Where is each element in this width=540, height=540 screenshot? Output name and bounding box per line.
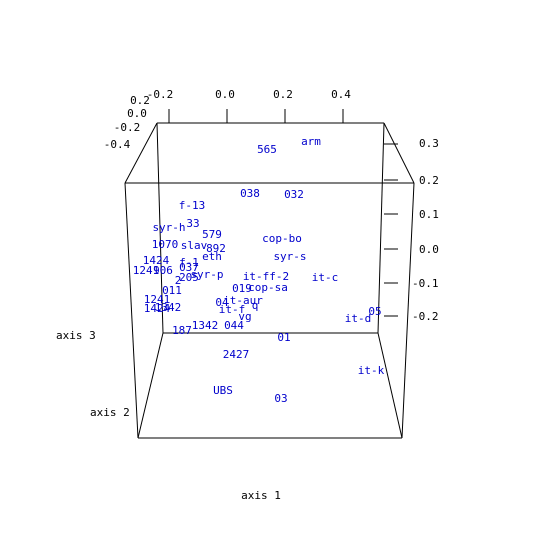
z-tick-label: 0.0 xyxy=(419,243,439,256)
axis1-title: axis 1 xyxy=(241,489,281,502)
point-label: it-d xyxy=(345,312,372,325)
box-edge xyxy=(401,182,415,439)
point-label: arm xyxy=(301,135,321,148)
point-label: syr-s xyxy=(273,250,306,263)
z-tick-label: 0.2 xyxy=(419,174,439,187)
axis2-ticks: 0.2 0.0 -0.2 -0.4 xyxy=(104,94,150,151)
point-label: 011 xyxy=(162,284,182,297)
point-label: 019 xyxy=(232,282,252,295)
point-label: syr-p xyxy=(190,268,223,281)
point-label: q xyxy=(252,299,259,312)
point-label: 892 xyxy=(206,242,226,255)
point-label: f-1 xyxy=(179,256,199,269)
axis3-title: axis 3 xyxy=(56,329,96,342)
point-label: 2 xyxy=(175,274,182,287)
y-tick-label: -0.4 xyxy=(104,138,131,151)
z-tick-label: -0.2 xyxy=(412,310,439,323)
point-label: it-aur xyxy=(223,294,263,307)
point-label: 04 xyxy=(215,296,229,309)
axis3-ticks: 0.3 0.2 0.1 0.0 -0.1 -0.2 xyxy=(384,137,439,323)
point-label: 03 xyxy=(274,392,287,405)
point-label: vg xyxy=(238,310,251,323)
point-label: 1070 xyxy=(152,238,179,251)
point-label: 1424 xyxy=(144,302,171,315)
data-points: arm 565 038 032 f-13 33 syr-h 579 cop-bo… xyxy=(133,135,385,405)
box-edge xyxy=(377,122,385,334)
x-tick-label: 0.4 xyxy=(331,88,351,101)
point-label: 037 xyxy=(179,261,199,274)
point-label: UBS xyxy=(213,384,233,397)
y-tick-label: 0.2 xyxy=(130,94,150,107)
axis2-title: axis 2 xyxy=(90,406,130,419)
point-label: 2427 xyxy=(223,348,250,361)
box-edge xyxy=(137,332,164,439)
x-tick-label: 0.2 xyxy=(273,88,293,101)
box-edge xyxy=(124,182,139,439)
z-tick-label: 0.3 xyxy=(419,137,439,150)
point-label: 038 xyxy=(240,187,260,200)
box-edge xyxy=(156,122,164,334)
z-tick-label: 0.1 xyxy=(419,208,439,221)
point-label: 1342 xyxy=(155,301,182,314)
point-label: 579 xyxy=(202,228,222,241)
point-label: slav xyxy=(181,239,208,252)
axis1-ticks: -0.2 0.0 0.2 0.4 xyxy=(147,88,351,123)
point-label: 01 xyxy=(277,331,290,344)
point-label: 906 xyxy=(153,264,173,277)
box-edge xyxy=(377,332,403,439)
point-label: 032 xyxy=(284,188,304,201)
x-tick-label: -0.2 xyxy=(147,88,174,101)
point-label: cop-bo xyxy=(262,232,302,245)
point-label: f-13 xyxy=(179,199,206,212)
y-tick-label: -0.2 xyxy=(114,121,141,134)
point-label: 565 xyxy=(257,143,277,156)
point-label: 1241 xyxy=(144,293,171,306)
bounding-box xyxy=(124,122,415,439)
point-label: 044 xyxy=(224,319,244,332)
point-label: 1424 xyxy=(143,254,170,267)
point-label: 1241 xyxy=(133,264,160,277)
point-label: it-c xyxy=(312,271,339,284)
box-edge xyxy=(124,122,158,184)
point-label: it-f xyxy=(219,303,246,316)
point-label: eth xyxy=(202,250,222,263)
point-label: it-k xyxy=(358,364,385,377)
point-label: 05 xyxy=(368,305,381,318)
point-label: 187 xyxy=(172,324,192,337)
x-tick-label: 0.0 xyxy=(215,88,235,101)
y-tick-label: 0.0 xyxy=(127,107,147,120)
z-tick-label: -0.1 xyxy=(412,277,439,290)
point-label: syr-h xyxy=(152,221,185,234)
point-label: it-ff-2 xyxy=(243,270,289,283)
point-label: 205 xyxy=(179,271,199,284)
point-label: cop-sa xyxy=(248,281,288,294)
point-label: 1342 xyxy=(192,319,219,332)
box-edge xyxy=(383,122,415,184)
point-label: 33 xyxy=(186,217,199,230)
